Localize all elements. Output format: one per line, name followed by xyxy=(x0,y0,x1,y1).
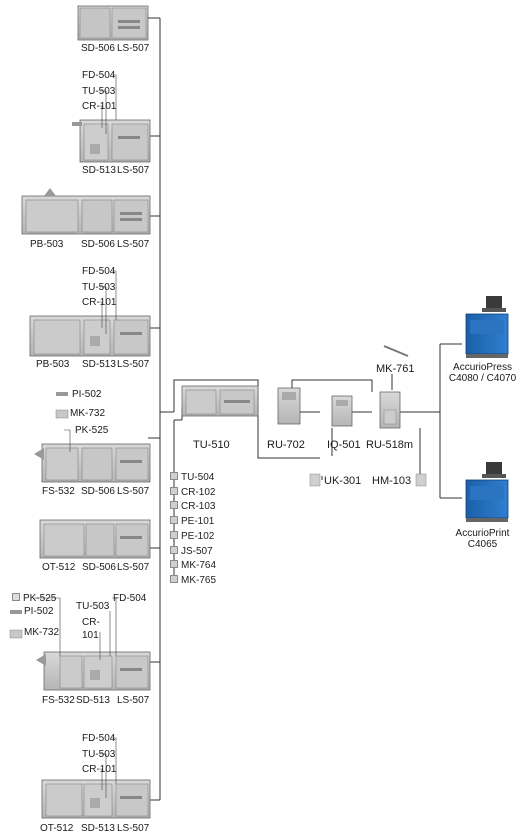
label-sd-506: SD-506 xyxy=(81,486,115,497)
option-square-icon xyxy=(170,574,178,583)
label-pk-525: PK-525 xyxy=(75,425,109,436)
label-mk-732: MK-732 xyxy=(24,627,60,638)
machine-cfg2 xyxy=(72,119,151,163)
label-pk-525: PK-525 xyxy=(12,593,56,604)
label-ls-507: LS-507 xyxy=(117,165,150,176)
option-square-icon xyxy=(170,530,178,539)
label-cr-101: CR-101 xyxy=(82,101,117,112)
uk301-square xyxy=(309,473,321,487)
tu510-option-item: PE-101 xyxy=(170,516,214,527)
machine-tu510 xyxy=(181,385,259,417)
tu510-option-label: MK-765 xyxy=(181,574,217,586)
accurioprint-name: AccurioPrint xyxy=(455,528,510,539)
label-sd-506: SD-506 xyxy=(81,43,115,54)
label-ls-507: LS-507 xyxy=(117,695,150,706)
label-pi-502: PI-502 xyxy=(24,606,54,617)
hm103-square xyxy=(415,473,427,487)
label-fd-504: FD-504 xyxy=(82,733,116,744)
accuriopress-engine xyxy=(465,296,509,358)
tu510-option-item: CR-103 xyxy=(170,501,215,512)
label-pk-525-text: PK-525 xyxy=(23,593,57,604)
label-tu-503: TU-503 xyxy=(82,86,116,97)
label-accurioprint: AccurioPrint C4065 xyxy=(448,528,517,550)
option-square-icon xyxy=(170,501,178,510)
label-fs-532: FS-532 xyxy=(42,695,75,706)
label-ls-507: LS-507 xyxy=(117,823,150,834)
label-pi-502: PI-502 xyxy=(72,389,102,400)
label-sd-513: SD-513 xyxy=(82,359,116,370)
machine-cfg3 xyxy=(21,188,151,235)
label-leaders xyxy=(34,74,117,798)
label-mk-761: MK-761 xyxy=(376,363,415,375)
label-mk-732: MK-732 xyxy=(70,408,106,419)
label-tu-510: TU-510 xyxy=(193,439,230,451)
tu510-option-item: TU-504 xyxy=(170,472,214,483)
machine-cfg1 xyxy=(77,5,149,41)
machine-cfg5 xyxy=(34,392,151,483)
label-pb-503: PB-503 xyxy=(36,359,70,370)
tu510-option-item: JS-507 xyxy=(170,545,213,557)
label-ls-507: LS-507 xyxy=(117,43,150,54)
label-ot-512: OT-512 xyxy=(42,562,76,573)
label-uk-301: UK-301 xyxy=(324,475,362,487)
machine-iq501 xyxy=(331,395,353,427)
label-tu-503: TU-503 xyxy=(82,749,116,760)
accurioprint-models: C4065 xyxy=(467,539,498,550)
label-cr-101: CR-101 xyxy=(82,297,117,308)
tu510-option-label: CR-102 xyxy=(181,486,216,498)
label-sd-506: SD-506 xyxy=(82,562,116,573)
label-sd-513: SD-513 xyxy=(81,823,115,834)
accuriopress-name: AccurioPress xyxy=(453,362,512,373)
tu510-option-item: MK-764 xyxy=(170,560,216,571)
machine-cfg4 xyxy=(29,315,151,357)
accuriopress-models: C4080 / C4070 xyxy=(448,373,517,384)
label-fd-504: FD-504 xyxy=(82,266,116,277)
tu510-option-item: PE-102 xyxy=(170,530,215,542)
tu510-option-label: MK-764 xyxy=(181,560,217,572)
tu510-option-label: PE-102 xyxy=(181,530,215,542)
tu510-option-label: PE-101 xyxy=(181,516,215,528)
label-ls-507: LS-507 xyxy=(117,239,150,250)
option-square-icon xyxy=(170,560,178,569)
machine-cfg8 xyxy=(41,779,151,819)
option-square-icon xyxy=(170,516,178,525)
option-square-icon xyxy=(170,472,178,480)
tu510-option-item: MK-765 xyxy=(170,574,217,586)
option-square-icon xyxy=(170,545,178,554)
label-accuriopress: AccurioPress C4080 / C4070 xyxy=(448,362,517,384)
label-cr-101-a: CR- xyxy=(82,617,100,628)
tu510-option-label: CR-103 xyxy=(181,501,216,513)
tu510-option-label: TU-504 xyxy=(181,472,215,483)
machine-cfg6 xyxy=(39,519,151,559)
label-tu-503: TU-503 xyxy=(82,282,116,293)
label-ot-512: OT-512 xyxy=(40,823,74,834)
label-ls-507: LS-507 xyxy=(117,562,150,573)
label-tu-503: TU-503 xyxy=(76,601,110,612)
tu510-option-item: CR-102 xyxy=(170,486,216,498)
accurioprint-engine xyxy=(465,462,509,522)
label-sd-513: SD-513 xyxy=(76,695,110,706)
label-ru-518m: RU-518m xyxy=(366,439,414,451)
label-pb-503: PB-503 xyxy=(30,239,64,250)
label-ru-702: RU-702 xyxy=(267,439,305,451)
option-square-icon xyxy=(170,486,178,495)
machine-ru518m xyxy=(379,391,401,429)
label-sd-513: SD-513 xyxy=(82,165,116,176)
label-fd-504: FD-504 xyxy=(113,593,147,604)
mk761-part xyxy=(383,345,409,357)
tu510-option-label: JS-507 xyxy=(181,545,213,557)
machine-cfg7 xyxy=(9,610,151,691)
label-hm-103: HM-103 xyxy=(372,475,412,487)
label-iq-501: IQ-501 xyxy=(327,439,361,451)
label-cr-101: CR-101 xyxy=(82,764,117,775)
label-ls-507: LS-507 xyxy=(117,486,150,497)
label-cr-101-b: 101 xyxy=(82,630,99,641)
label-fs-532: FS-532 xyxy=(42,486,75,497)
label-fd-504: FD-504 xyxy=(82,70,116,81)
label-sd-506: SD-506 xyxy=(81,239,115,250)
label-ls-507: LS-507 xyxy=(117,359,150,370)
machine-ru702 xyxy=(277,387,301,425)
